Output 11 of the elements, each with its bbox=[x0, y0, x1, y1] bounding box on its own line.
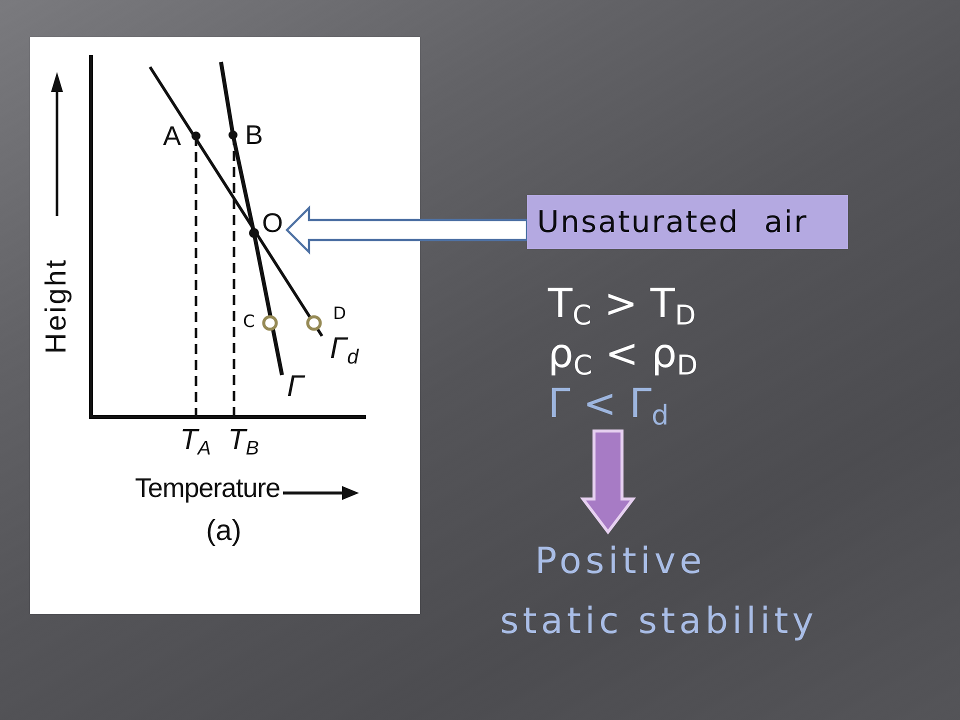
tick-label: T$_{A}$ bbox=[180, 424, 211, 458]
formula: ρ$_{C}$ < ρ$_{D}$ bbox=[548, 330, 698, 379]
axis-label: Height bbox=[40, 258, 74, 354]
block-arrow bbox=[580, 430, 636, 534]
axis-label: Temperature bbox=[135, 473, 280, 504]
callout-box: Unsaturated air bbox=[527, 195, 848, 249]
formula: Γ < Γ$_{d}$ bbox=[548, 380, 670, 429]
conclusion-text: Positive static stability bbox=[500, 532, 835, 652]
formula: T$_{C}$ > T$_{D}$ bbox=[548, 280, 697, 329]
tick-label: T$_{B}$ bbox=[228, 424, 259, 458]
figure-caption: (a) bbox=[206, 515, 242, 548]
